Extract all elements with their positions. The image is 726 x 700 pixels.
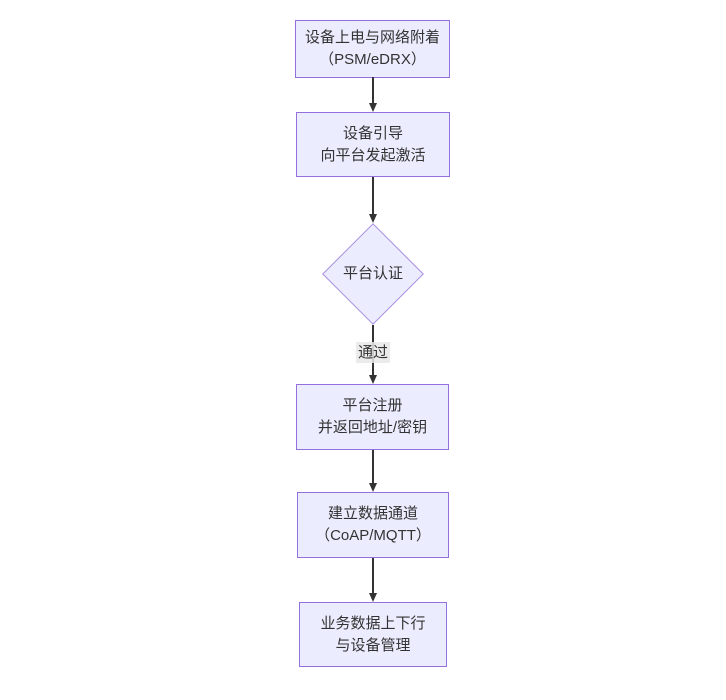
node-device-bootstrap: 设备引导 向平台发起激活: [296, 112, 450, 177]
arrowhead-icon: [368, 483, 377, 492]
edge-line: [372, 558, 374, 593]
node-data-channel: 建立数据通道 （CoAP/MQTT）: [297, 492, 449, 558]
node-text-line: 设备上电与网络附着: [304, 29, 440, 46]
edge-label-pass: 通过: [355, 342, 391, 363]
node-text-line: 平台注册: [342, 397, 403, 414]
node-text-line: 并返回地址/密钥: [317, 419, 428, 436]
arrowhead-icon: [368, 214, 377, 223]
arrowhead-icon: [368, 593, 377, 602]
arrowhead-icon: [368, 375, 377, 384]
edge-line: [372, 450, 374, 483]
node-text-line: 设备引导: [342, 124, 403, 142]
arrowhead-icon: [368, 103, 377, 112]
edge-line: [372, 77, 374, 103]
node-text-line: （CoAP/MQTT）: [315, 527, 431, 544]
node-text-line: 向平台发起激活: [320, 146, 426, 164]
node-device-power-attach: 设备上电与网络附着 （PSM/eDRX）: [295, 20, 450, 78]
node-text-line: 平台认证: [342, 265, 404, 282]
node-text-line: 业务数据上下行: [320, 614, 426, 632]
edge-line: [372, 177, 374, 214]
node-text-line: 与设备管理: [335, 636, 411, 654]
node-business-data: 业务数据上下行 与设备管理: [299, 602, 447, 667]
node-platform-register: 平台注册 并返回地址/密钥: [296, 384, 449, 450]
node-text-line: 建立数据通道: [327, 505, 418, 522]
node-text-line: （PSM/eDRX）: [319, 51, 426, 68]
